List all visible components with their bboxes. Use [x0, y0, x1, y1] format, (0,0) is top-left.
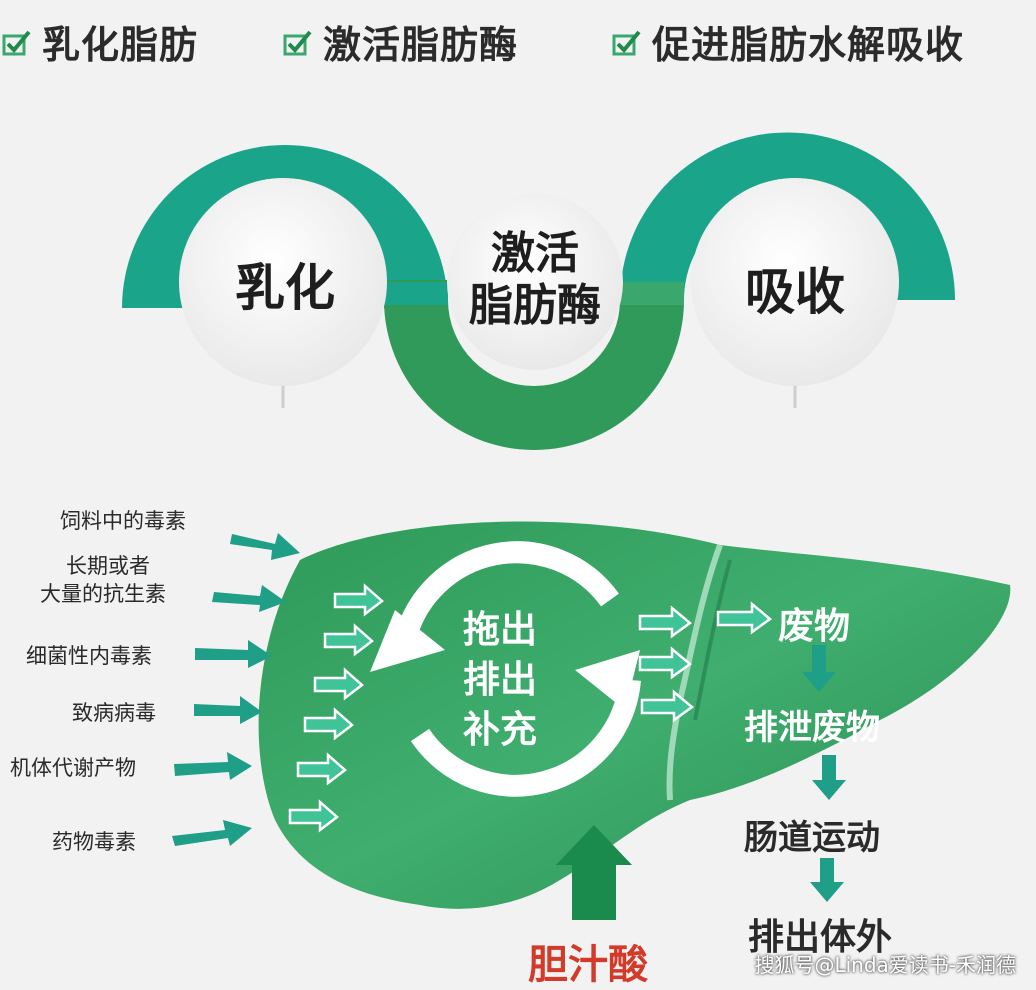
toxin-arrow — [172, 820, 252, 846]
checkbox-icon — [2, 28, 32, 56]
toxin-label: 饲料中的毒素 — [60, 509, 186, 533]
bile-acid-label: 胆汁酸 — [528, 942, 648, 988]
circle-emulsify — [179, 178, 387, 386]
toxin-label: 大量的抗生素 — [40, 582, 166, 606]
feature-checklist: 乳化脂肪 激活脂肪酶 促进脂肪水解吸收 — [0, 0, 1036, 100]
check-label: 乳化脂肪 — [42, 23, 199, 67]
flow-arrows — [802, 645, 846, 902]
flow-arrow — [810, 858, 844, 902]
liver-text-discharge: 排出 — [463, 658, 537, 701]
inner-arrow — [296, 752, 347, 786]
toxin-label: 致病病毒 — [72, 701, 156, 725]
inner-arrow — [303, 707, 354, 741]
flow-discharge: 排出体外 — [748, 917, 893, 958]
liver-text-drag-out: 拖出 — [463, 608, 537, 651]
wave-band-left — [122, 145, 448, 308]
liver-inner-arrows — [288, 583, 773, 833]
check-label: 激活脂肪酶 — [323, 23, 519, 67]
flow-excrete-waste: 排泄废物 — [744, 708, 880, 748]
toxin-label: 机体代谢产物 — [10, 756, 136, 780]
inner-arrow — [288, 799, 339, 833]
toxin-arrow — [212, 585, 286, 612]
toxin-arrow — [174, 752, 252, 780]
flow-intestinal-motion: 肠道运动 — [744, 818, 880, 858]
flow-waste: 废物 — [778, 606, 851, 647]
check-item-activate: 激活脂肪酶 — [283, 14, 518, 69]
toxin-label: 细菌性内毒素 — [26, 644, 152, 668]
check-item-emulsify: 乳化脂肪 — [2, 14, 198, 69]
toxin-arrows — [172, 533, 300, 846]
toxin-label: 长期或者 — [66, 554, 150, 578]
flow-arrow — [802, 645, 836, 692]
cycle-arrow-top — [394, 541, 619, 643]
toxin-arrow — [195, 640, 272, 668]
toxin-arrow — [230, 533, 300, 560]
cycle-arrow-bottom — [410, 678, 641, 797]
inner-arrow — [638, 605, 693, 639]
checkbox-icon — [612, 28, 642, 56]
bile-arrow — [556, 825, 632, 920]
liver-center-text: 拖出 排出 补充 — [450, 605, 550, 755]
checkbox-icon — [283, 28, 313, 56]
watermark: 搜狐号@Linda爱读书-禾润德 — [754, 953, 1016, 977]
flow-arrow — [812, 755, 846, 800]
step-activate-label: 激活 脂肪酶 — [450, 228, 620, 332]
liver-text-replenish: 补充 — [463, 708, 537, 751]
step-absorb-label: 吸收 — [745, 263, 845, 321]
toxin-label: 药物毒素 — [52, 830, 136, 854]
liver-shape — [258, 521, 1011, 909]
step-emulsify-label: 乳化 — [235, 259, 335, 317]
step-activate-line1: 激活 — [491, 228, 579, 279]
wave-band-middle — [384, 280, 684, 450]
inner-arrow — [638, 646, 693, 680]
check-item-absorb: 促进脂肪水解吸收 — [612, 14, 964, 69]
inner-arrow — [313, 667, 364, 701]
circle-activate — [447, 194, 623, 370]
inner-arrow — [716, 601, 773, 635]
circle-absorb — [691, 178, 899, 386]
check-label: 促进脂肪水解吸收 — [652, 23, 965, 67]
inner-arrow — [333, 583, 384, 617]
inner-arrow — [640, 689, 695, 723]
toxin-arrow — [194, 696, 262, 724]
inner-arrow — [323, 623, 374, 657]
step-activate-line2: 脂肪酶 — [469, 280, 601, 331]
wave-band-right — [620, 132, 955, 300]
